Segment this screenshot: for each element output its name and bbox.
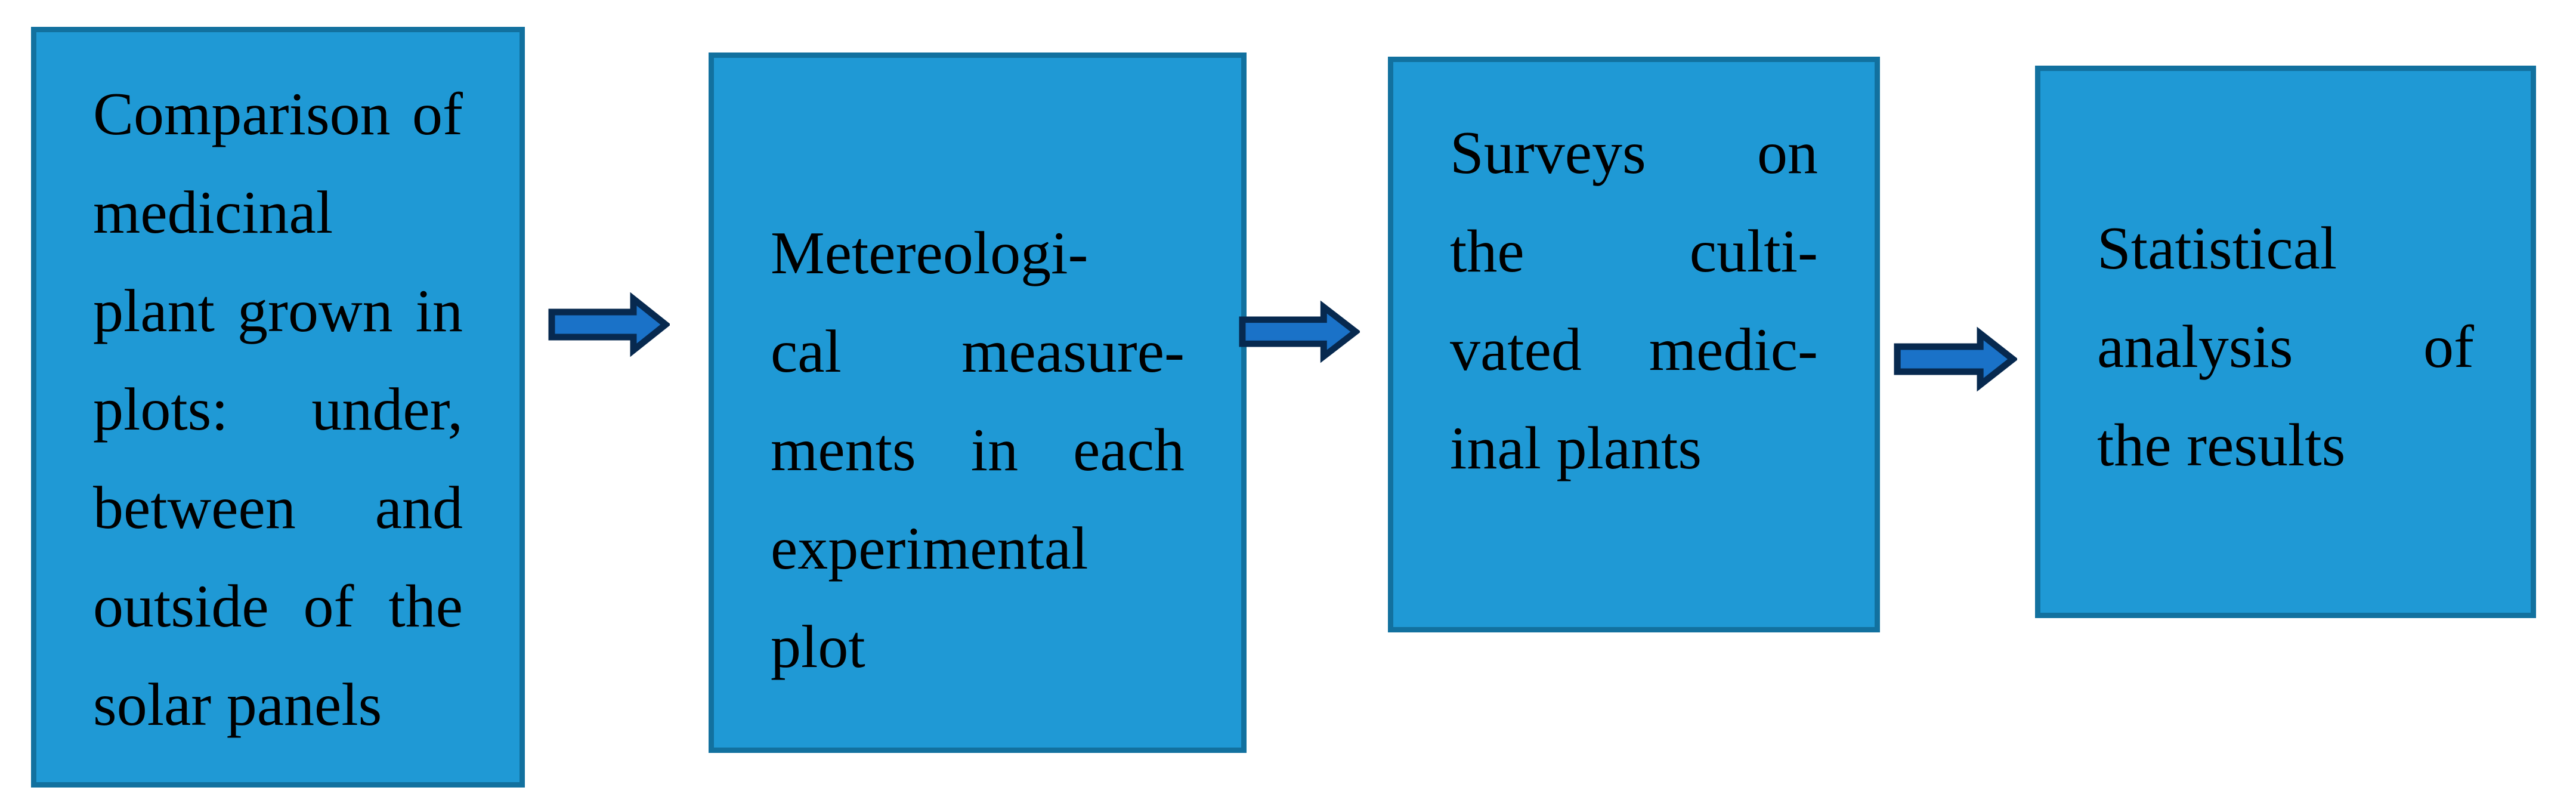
arrow-right-icon — [1239, 300, 1360, 363]
text-line: Statistical — [2097, 215, 2337, 282]
text-line: Metereologi- — [771, 220, 1088, 287]
text-line: medicinal — [93, 179, 333, 246]
text-line: solar panels — [93, 671, 382, 739]
text-line: plot — [771, 613, 865, 681]
arrow-right-icon — [548, 292, 670, 357]
text-line: the results — [2097, 412, 2346, 479]
arrow-right-icon — [1894, 326, 2017, 392]
text-line: experimental — [771, 515, 1088, 582]
text-line: inal plants — [1450, 415, 1702, 482]
text-line: plots:under, — [93, 376, 463, 443]
